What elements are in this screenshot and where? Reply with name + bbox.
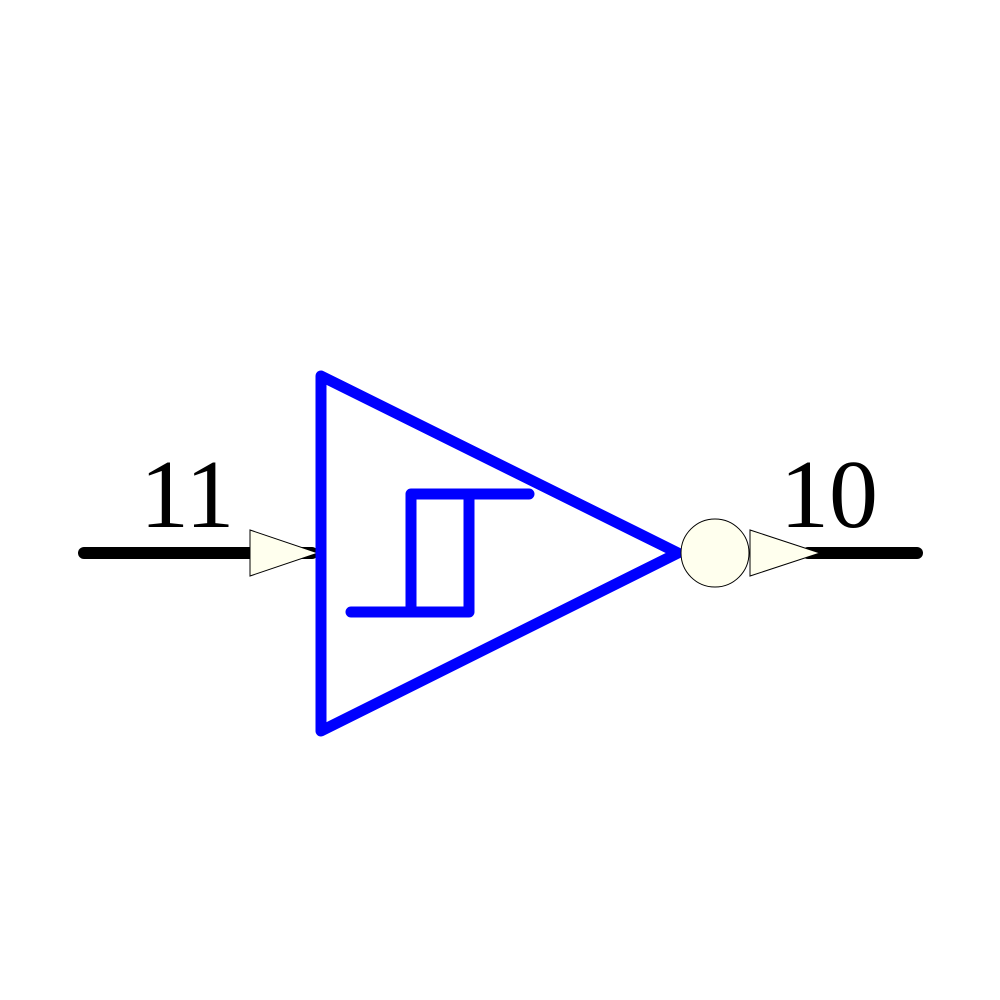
inversion-bubble-icon [680, 518, 750, 588]
inverter-triangle-body[interactable] [315, 370, 684, 737]
hysteresis-glyph-icon [345, 488, 535, 618]
hysteresis-glyph-icon-left [405, 488, 475, 618]
output-pin-number: 10 [780, 441, 878, 549]
input-pin-number: 11 [140, 441, 234, 549]
input-pin-arrow-icon [249, 529, 320, 577]
output-pin-arrow-icon [749, 529, 822, 577]
